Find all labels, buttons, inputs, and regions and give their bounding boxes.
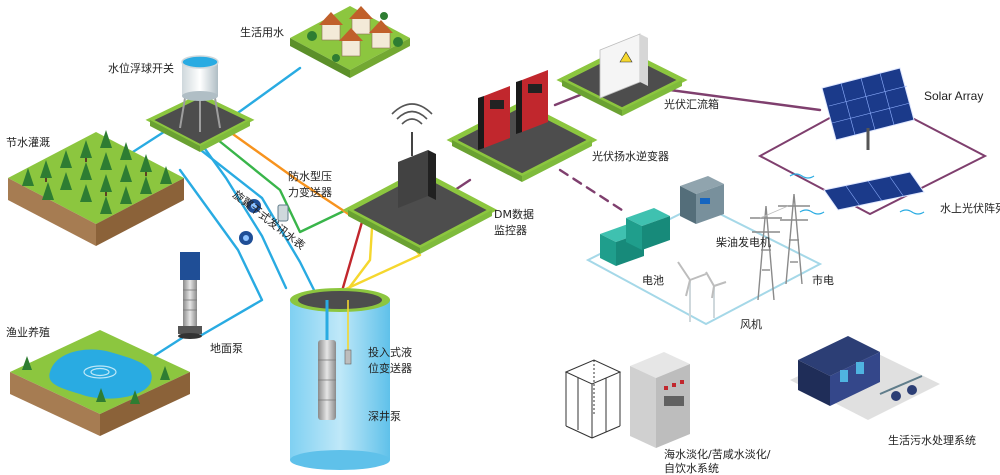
label-deep-well-pump: 深井泵 — [368, 409, 401, 423]
signal-red — [338, 220, 364, 300]
solar-zone — [757, 67, 988, 216]
desalination-unit — [564, 352, 690, 448]
inverter-block — [446, 70, 598, 182]
warning-icon — [619, 51, 633, 63]
label-submersible-2: 位变送器 — [368, 361, 412, 375]
label-sewage-treatment: 生活污水处理系统 — [888, 433, 976, 447]
dm-monitor-block — [342, 103, 498, 254]
label-float-switch: 水位浮球开关 — [108, 61, 174, 75]
label-battery: 电池 — [642, 274, 664, 287]
label-domestic-water: 生活用水 — [240, 25, 284, 39]
deep-well — [290, 288, 390, 470]
surface-pump — [178, 252, 202, 339]
label-diesel-generator: 柴油发电机 — [716, 235, 771, 249]
water-tower-block — [145, 55, 255, 152]
batteries — [600, 208, 670, 266]
label-floating-pv: 水上光伏阵列 — [940, 201, 1000, 215]
combiner-block — [556, 33, 688, 116]
pipe-tower-to-well — [186, 138, 320, 300]
signal-green — [216, 138, 348, 234]
crop-trees — [22, 130, 172, 214]
floating-solar — [789, 171, 925, 215]
label-irrigation: 节水灌溉 — [6, 136, 50, 149]
cable-inverter-battery — [558, 168, 627, 214]
label-desalination-2: 自饮水系统 — [664, 462, 719, 475]
label-pressure-transmitter-2: 力变送器 — [288, 185, 332, 199]
flowmeter-valves — [239, 199, 289, 245]
label-surface-pump: 地面泵 — [210, 342, 243, 355]
solar-array — [821, 67, 915, 150]
label-dm-monitor-2: 监控器 — [494, 223, 527, 237]
sewage-plant — [790, 336, 940, 420]
label-desalination-1: 海水淡化/苦咸水淡化/ — [664, 447, 771, 461]
label-dm-monitor-1: DM数据 — [494, 207, 534, 221]
cable-combiner-inverter — [553, 93, 582, 107]
label-solar-array: Solar Array — [924, 89, 983, 103]
signal-orange — [228, 130, 352, 217]
label-submersible-1: 投入式液 — [368, 345, 412, 359]
houses-block — [290, 6, 410, 78]
label-pv-combiner: 光伏汇流箱 — [664, 97, 719, 111]
wifi-icon — [391, 103, 433, 125]
fish-pond — [10, 330, 190, 436]
pipe-pump-to-tower — [178, 168, 264, 338]
power-zone — [585, 176, 823, 326]
label-grid: 市电 — [812, 273, 834, 287]
diesel-generator — [680, 176, 724, 224]
irrigation-field — [8, 130, 184, 246]
cable-solar-combiner — [668, 88, 822, 112]
label-pv-inverter: 光伏扬水逆变器 — [592, 149, 669, 163]
pipe-tower-to-well-2 — [198, 140, 288, 290]
label-pressure-transmitter-1: 防水型压 — [288, 169, 332, 183]
grid-pylons — [750, 193, 810, 301]
label-aquaculture: 渔业养殖 — [6, 325, 50, 339]
wind-turbines — [677, 261, 727, 322]
label-wind-turbine: 风机 — [740, 317, 762, 331]
pipe-tower-to-houses — [226, 66, 302, 122]
